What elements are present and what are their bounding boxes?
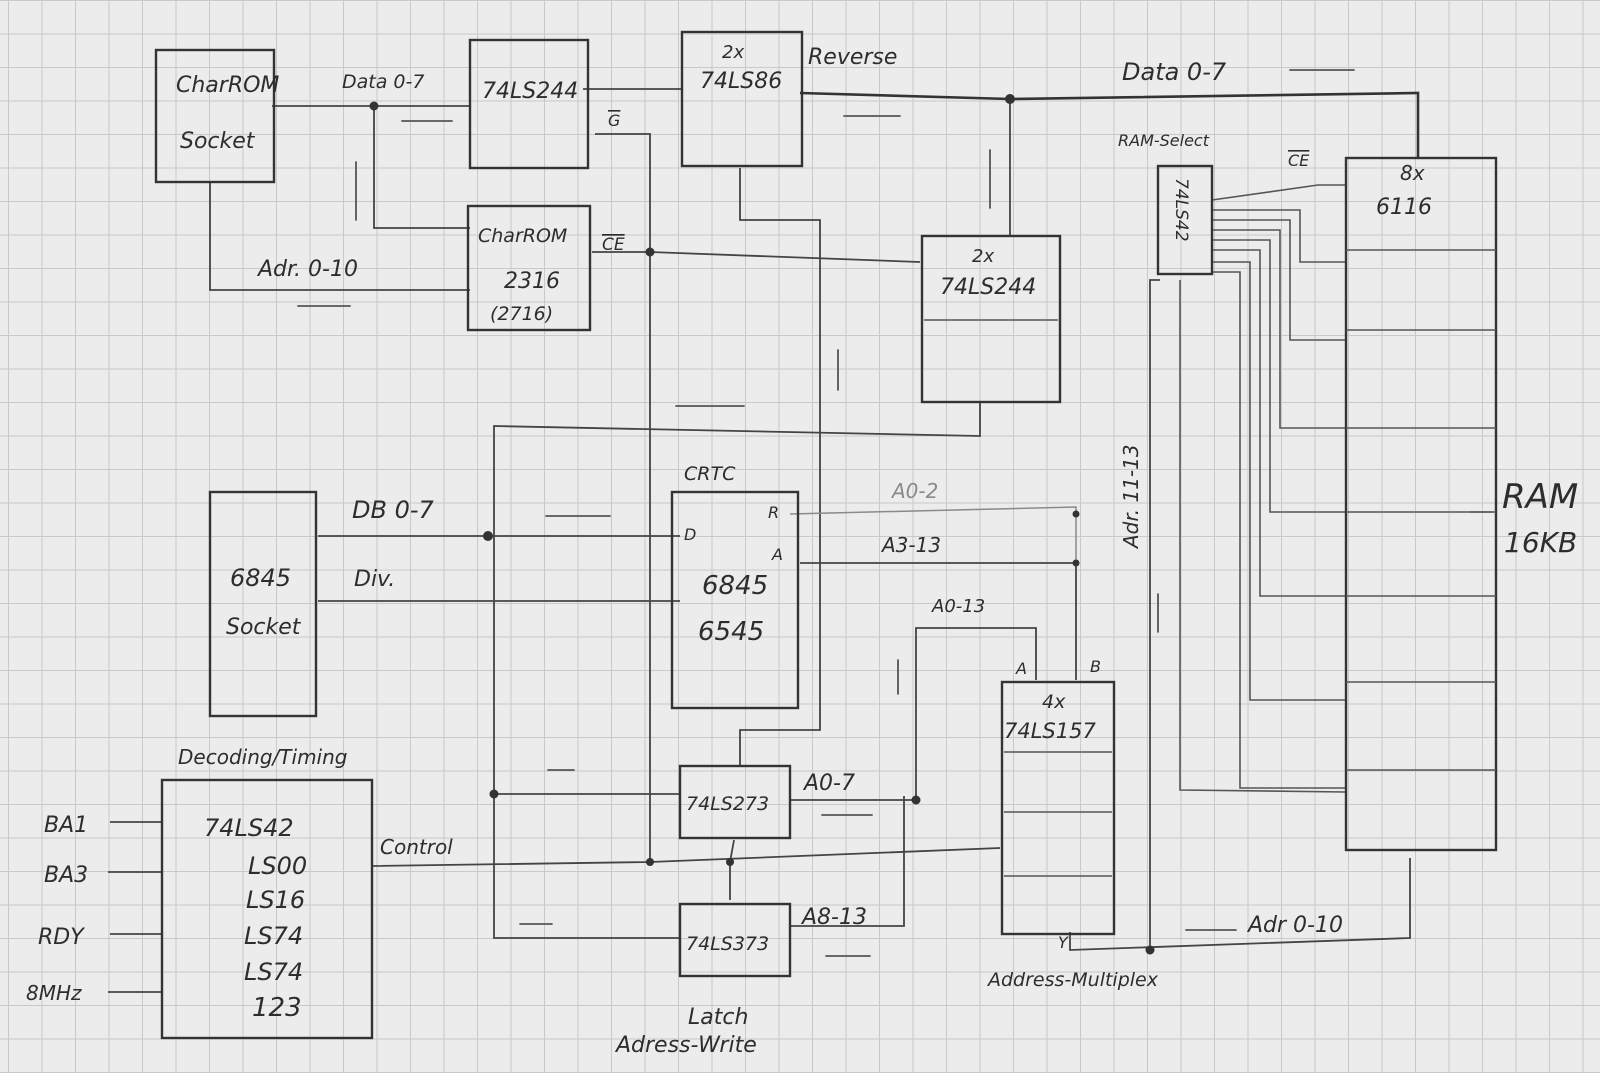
direction-arrows (297, 69, 1355, 957)
latch-373-label: 74LS373 (686, 933, 769, 955)
xor-line2: 74LS86 (700, 69, 782, 94)
decoding-chip-5: LS74 (244, 958, 303, 986)
decoding-chip-1: 74LS42 (204, 814, 294, 842)
crtc-r: R (768, 503, 779, 522)
crtc-a: A (771, 545, 783, 564)
buffer-74ls244 (468, 38, 590, 170)
xor-74ls86 (680, 30, 804, 168)
ram-label1: RAM (1502, 477, 1578, 517)
adr-0-10-label: Adr 0-10 (1246, 913, 1343, 938)
socket-address-wire (209, 182, 470, 291)
mux-output-wire (1069, 858, 1411, 951)
crtc-socket-line1: 6845 (230, 564, 291, 592)
ram-select-title: RAM-Select (1118, 131, 1210, 150)
ram-block (1344, 156, 1498, 852)
mux-y: Y (1058, 933, 1069, 952)
input-label-8mhz: 8MHz (26, 981, 82, 1005)
latch-74ls273 (678, 764, 792, 840)
decoding-title: Decoding/Timing (178, 745, 347, 769)
control-wire (371, 847, 1001, 867)
bus-a3-13-label: A3-13 (880, 533, 941, 557)
mux-74ls157 (1000, 680, 1116, 936)
ram-select-chip (1156, 164, 1214, 276)
charrom-line2: 2316 (504, 269, 560, 294)
ram-segment-dividers (1346, 249, 1496, 771)
a8-13-wire (790, 796, 905, 927)
crtc-socket-line2: Socket (226, 615, 302, 640)
buffer-2x244-line1: 2x (972, 246, 994, 267)
div-label: Div. (354, 567, 395, 592)
buffer-2x244-line2: 74LS244 (940, 275, 1036, 300)
decoding-chip-6: 123 (252, 993, 302, 1023)
wires (108, 88, 1492, 993)
bus-a8-13-label: A8-13 (800, 905, 867, 930)
buffer-244-enable: G (608, 111, 620, 130)
latch-273-label: 74LS273 (686, 793, 769, 815)
latch-clock-wire (729, 839, 735, 900)
decoding-timing-block (160, 778, 374, 1040)
crtc-socket (208, 490, 318, 718)
mux-caption: Address-Multiplex (986, 969, 1159, 991)
input-label-ba3: BA3 (44, 863, 88, 888)
bus-a0-7-label: A0-7 (802, 771, 855, 796)
labels: CharROM Socket Data 0-7 74LS244 G 2x 74L… (26, 42, 1578, 1058)
buffer-2x74ls244 (920, 234, 1062, 404)
db-label: DB 0-7 (352, 496, 435, 524)
latch-caption-line1: Latch (688, 1005, 748, 1030)
reverse-control-wire (739, 168, 821, 766)
ram-line2: 6116 (1376, 195, 1432, 220)
ram-select-ce: CE (1288, 151, 1310, 170)
charrom-data-wire (373, 106, 470, 229)
control-label: Control (380, 835, 453, 859)
junction-dots (369, 94, 1155, 955)
charrom-line3: (2716) (490, 303, 553, 325)
crtc-title: CRTC (684, 463, 736, 485)
charrom-ce: CE (602, 235, 625, 255)
bus-a0-13-label: A0-13 (931, 596, 985, 617)
data-bus-right-label: Data 0-7 (1122, 58, 1227, 86)
mux-line2: 74LS157 (1004, 719, 1096, 743)
db-vertical-bus (493, 403, 981, 939)
buffer-244-label: 74LS244 (482, 79, 578, 104)
decoding-chip-2: LS00 (248, 852, 307, 880)
input-label-ba1: BA1 (44, 813, 88, 838)
input-label-rdy: RDY (38, 925, 85, 950)
a0-13-wire (915, 627, 1037, 800)
components (154, 30, 1498, 1040)
decoding-chip-4: LS74 (244, 922, 303, 950)
mux-a: A (1015, 659, 1027, 678)
crtc-chip1: 6845 (702, 571, 768, 601)
a3-13-wire (800, 562, 1077, 680)
charrom-line1: CharROM (478, 225, 567, 247)
xor-line1: 2x (722, 42, 744, 63)
mux-line1: 4x (1042, 691, 1066, 713)
ram-label2: 16KB (1504, 526, 1577, 559)
latch-74ls373 (678, 902, 792, 978)
a0-2-wire (789, 506, 1077, 563)
ram-select-fanout (1179, 184, 1347, 793)
decoding-chip-3: LS16 (246, 886, 305, 914)
reverse-label: Reverse (808, 45, 897, 70)
crtc-chip (670, 490, 800, 710)
adr-11-13-wire (1149, 279, 1160, 950)
crtc-chip2: 6545 (698, 617, 764, 647)
bus-a0-2-label: A0-2 (890, 479, 938, 503)
data-bus-left-label: Data 0-7 (342, 71, 424, 93)
charrom-socket-line1: CharROM (176, 73, 279, 98)
charrom-chip (466, 204, 592, 332)
ram-select-chip-label: 74LS42 (1171, 178, 1191, 242)
main-data-bus (799, 91, 1420, 158)
charrom-socket (154, 48, 276, 184)
enable-g-wire (595, 133, 651, 862)
charrom-ce-wire (592, 251, 921, 263)
adr-11-13-label: Adr. 11-13 (1119, 444, 1143, 550)
crtc-d: D (684, 525, 696, 544)
ram-line1: 8x (1400, 161, 1425, 185)
mux-b: B (1090, 657, 1101, 676)
mux-dividers (1004, 751, 1112, 877)
charrom-socket-line2: Socket (180, 129, 256, 154)
latch-caption-line2: Adress-Write (614, 1033, 757, 1058)
addr-charrom-label: Adr. 0-10 (256, 257, 358, 282)
